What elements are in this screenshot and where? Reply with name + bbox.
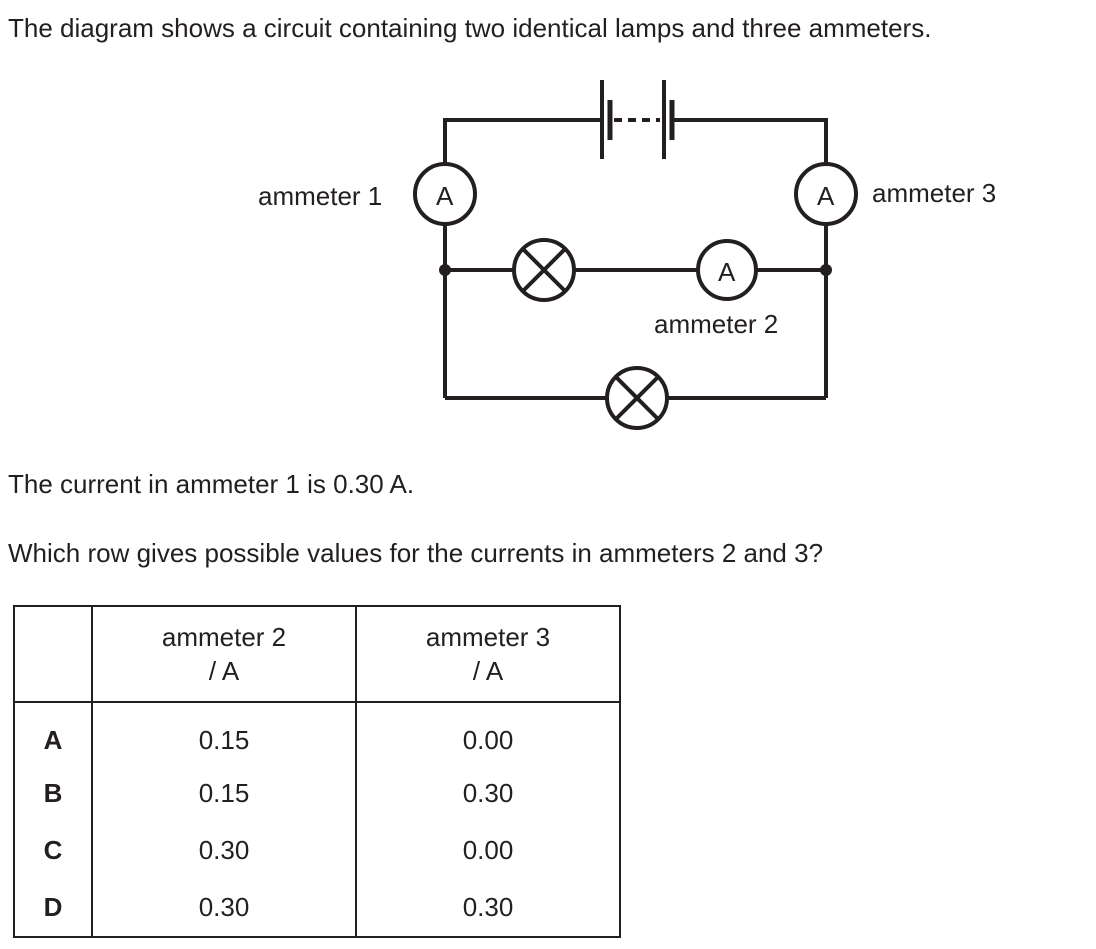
ammeter-2-value: 0.30: [91, 879, 357, 938]
circuit-diagram: [413, 80, 858, 430]
ammeter-3-value: 0.30: [355, 879, 621, 938]
header-ammeter-3: ammeter 3 / A: [355, 605, 621, 703]
table-row[interactable]: A 0.15 0.00: [13, 702, 621, 765]
header-name: ammeter 3: [425, 622, 551, 652]
ammeter-3-icon: [794, 162, 858, 226]
header-unit: / A: [472, 656, 504, 686]
table-row[interactable]: C 0.30 0.00: [13, 822, 621, 879]
ammeter-3-symbol: A: [817, 181, 835, 211]
battery-icon: [600, 80, 675, 159]
ammeter-1-symbol: A: [436, 181, 454, 211]
ammeter-2-value: 0.30: [91, 822, 357, 879]
header-unit: / A: [208, 656, 240, 686]
lamp-1-icon: [512, 238, 576, 302]
ammeter-2-value: 0.15: [91, 765, 357, 822]
intro-text: The diagram shows a circuit containing t…: [8, 13, 932, 43]
lamp-2-icon: [605, 366, 669, 430]
option-label: B: [13, 765, 93, 822]
table-header-row: ammeter 2 / A ammeter 3 / A: [13, 605, 621, 703]
ammeter-2-icon: [696, 239, 758, 301]
option-label: A: [13, 702, 93, 765]
junction-left: [439, 264, 451, 276]
question-text: Which row gives possible values for the …: [8, 538, 824, 568]
ammeter-3-value: 0.00: [355, 702, 621, 765]
ammeter-1-label: ammeter 1: [258, 181, 383, 211]
option-label: D: [13, 879, 93, 938]
ammeter-3-label: ammeter 3: [872, 178, 997, 208]
header-ammeter-2: ammeter 2 / A: [91, 605, 357, 703]
wires: [443, 118, 828, 400]
junction-right: [820, 264, 832, 276]
table-row[interactable]: B 0.15 0.30: [13, 765, 621, 822]
answer-table: ammeter 2 / A ammeter 3 / A A 0.15 0.00 B …: [13, 605, 621, 938]
header-empty: [13, 605, 93, 703]
ammeter-2-label: ammeter 2: [654, 309, 779, 339]
ammeter-2-value: 0.15: [91, 702, 357, 765]
option-label: C: [13, 822, 93, 879]
statement-text: The current in ammeter 1 is 0.30 A.: [8, 469, 415, 499]
ammeter-3-value: 0.30: [355, 765, 621, 822]
table-row[interactable]: D 0.30 0.30: [13, 879, 621, 938]
header-name: ammeter 2: [161, 622, 287, 652]
ammeter-2-symbol: A: [718, 257, 736, 287]
ammeter-1-icon: [413, 162, 477, 226]
ammeter-3-value: 0.00: [355, 822, 621, 879]
